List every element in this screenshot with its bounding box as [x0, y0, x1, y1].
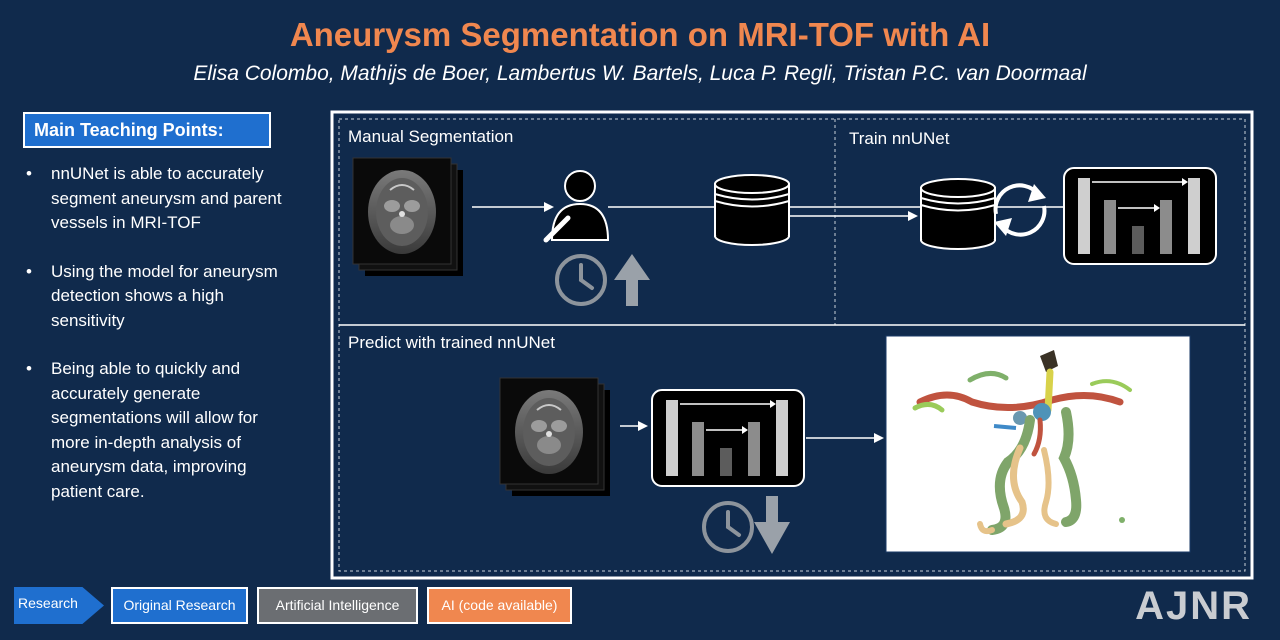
- teaching-point-line: segmentations will allow for: [51, 408, 258, 427]
- category-tag-original-research: Original Research: [111, 587, 248, 624]
- clock-icon: [555, 254, 607, 306]
- section-label-predict: Predict with trained nnUNet: [348, 333, 555, 352]
- teaching-point-line: Using the model for aneurysm: [51, 261, 278, 281]
- teaching-point-line: aneurysm data, improving: [51, 457, 247, 476]
- poster-title: Aneurysm Segmentation on MRI-TOF with AI: [289, 16, 991, 53]
- teaching-points-header: Main Teaching Points:: [23, 112, 271, 148]
- category-tag-artificial-intelligence: Artificial Intelligence: [257, 587, 418, 624]
- category-tag-code-available: AI (code available): [427, 587, 572, 624]
- bullet-icon: •: [26, 261, 32, 281]
- arrow-down-icon: [754, 496, 790, 554]
- diagram-frame: [330, 110, 1254, 580]
- category-tag-research: Research: [14, 587, 104, 624]
- arrow-up-icon: [614, 254, 650, 306]
- section-label-manual: Manual Segmentation: [348, 127, 513, 146]
- teaching-point-line: sensitivity: [51, 310, 125, 330]
- teaching-point: • Using the model for aneurysm detection…: [24, 260, 314, 334]
- unet-architecture-icon: [651, 389, 805, 487]
- refresh-cycle-icon: [993, 183, 1047, 237]
- database-icon: [714, 174, 790, 246]
- teaching-point-line: detection shows a high: [51, 286, 224, 305]
- section-label-train: Train nnUNet: [849, 129, 950, 148]
- teaching-point-line: nnUNet is able to accurately: [51, 164, 264, 183]
- clock-icon: [702, 501, 754, 553]
- teaching-point-line: vessels in MRI-TOF: [51, 213, 201, 232]
- teaching-point-line: more in-depth analysis of: [51, 432, 241, 452]
- vessel-segmentation-3d-render: [885, 335, 1191, 553]
- mri-stack-icon: [352, 157, 464, 277]
- database-icon: [920, 178, 996, 250]
- person-with-pen-icon: [543, 170, 610, 243]
- tag-label: Research: [18, 595, 78, 611]
- teaching-points-list: • nnUNet is able to accurately segment a…: [24, 162, 314, 528]
- bullet-icon: •: [26, 359, 32, 378]
- author-list: Elisa Colombo, Mathijs de Boer, Lambertu…: [193, 62, 1087, 85]
- journal-logo: AJNR: [1135, 584, 1252, 628]
- teaching-point-line: Being able to quickly and: [51, 359, 241, 378]
- workflow-diagram: Manual Segmentation Train nnUNet Predict…: [330, 110, 1254, 580]
- unet-architecture-icon: [1063, 167, 1217, 265]
- teaching-point: • nnUNet is able to accurately segment a…: [24, 162, 314, 236]
- teaching-point-line: patient care.: [51, 481, 145, 501]
- teaching-point-line: accurately generate: [51, 383, 201, 403]
- bullet-icon: •: [26, 164, 32, 183]
- diagram-inner-border: [338, 118, 1246, 572]
- teaching-point-line: segment aneurysm and parent: [51, 188, 282, 208]
- teaching-point: • Being able to quickly and accurately g…: [24, 357, 314, 504]
- mri-stack-icon: [499, 377, 611, 497]
